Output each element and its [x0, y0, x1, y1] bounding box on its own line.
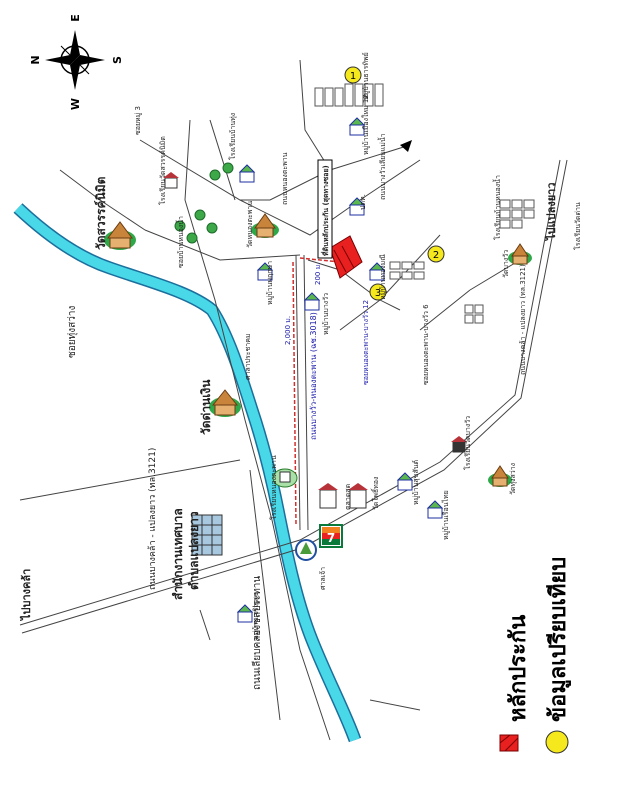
label-wat-right: วัดบางวัว	[502, 250, 510, 278]
label-to-bangkhla: ไปบางคล้า	[19, 569, 33, 622]
label-wat-nongtaphan: วัดหนองตะพาน	[246, 201, 254, 248]
temple-icon-nongtaphan	[251, 213, 279, 238]
legend-comparable: ข้อมูลเปรียบเทียบ	[545, 557, 572, 754]
label-road-3018: ถนนบางวัว-หนองตะพาน (ฉช.3018)	[309, 312, 318, 440]
village-grid-lower	[464, 304, 484, 324]
seven-eleven-icon: 7	[319, 524, 343, 548]
compass-west: W	[69, 98, 82, 110]
village-grid-top	[314, 83, 384, 107]
label-route-200: 200 ม.	[314, 263, 322, 285]
school-icons	[163, 172, 467, 509]
label-road-river: ถนนบางวัวเลียบแม่น้ำ	[376, 133, 387, 200]
marker-3-label: 3	[375, 288, 381, 299]
shrine-icon	[272, 468, 298, 488]
label-wat-dankeun: วัดด่านเงิน	[199, 379, 213, 435]
seven-eleven-label: 7	[327, 531, 335, 545]
compass-south: S	[111, 56, 124, 64]
label-village-5: หมู่บ้านเรือนไทย	[441, 490, 450, 540]
label-village-7: หมู่บ้านทองมณี	[379, 254, 387, 300]
label-soi-12: ซอยหนองตะพาน-บางวัว 12	[362, 300, 370, 385]
label-main-road: ถนนบางคล้า - แปลงยาว (ทล.3121)	[147, 448, 158, 590]
label-office-2: ตำบลแปลงยาว	[187, 511, 201, 590]
label-shrine: ศาลเจ้า	[319, 567, 327, 590]
label-canal: ซอยทุ่งสว่าง	[67, 306, 78, 358]
comparable-marker-1: 1	[344, 66, 362, 84]
marker-2-label: 2	[433, 250, 439, 261]
label-to-plaengyao: ไปแปลงยาว	[544, 183, 558, 243]
label-canal-road: ถนนเลียบคลองชลประทาน	[251, 576, 263, 690]
label-road-right: ถนนบางคล้า - แปลงยาว (ทล.3121)	[519, 264, 527, 375]
label-route-2000: 2,000 ม.	[284, 316, 292, 345]
label-ptt: ปตท.	[359, 194, 367, 210]
label-wat-sawan: วัดสวรรค์นิมิต	[94, 176, 108, 250]
canal	[13, 203, 362, 743]
temple-icon-dankeun	[209, 389, 241, 417]
label-soi-c: ซอยหมู่ 3	[134, 106, 142, 135]
label-village-4: หมู่บ้านสุขสันต์	[412, 459, 420, 505]
label-school-1: โรงเรียนหนองตะพาน	[269, 455, 278, 520]
direction-arrow-top	[400, 140, 412, 152]
label-school-3: โรงเรียนบ้านหนองน้ำ	[491, 175, 502, 240]
compass-east: E	[69, 14, 82, 22]
village-icons	[236, 117, 444, 623]
property-parcel	[329, 235, 363, 279]
temple-icon-right	[508, 243, 532, 265]
map-labels: ถนนบางคล้า - แปลงยาว (ทล.3121) ไปบางคล้า…	[19, 52, 582, 690]
label-temple-mid: วัดโพธิ์ทอง	[370, 477, 380, 510]
label-office: สำนักงานเทศบาล	[171, 508, 185, 600]
legend-collateral-label: หลักประกัน	[506, 615, 531, 722]
label-market: ตลาดสด	[344, 484, 352, 510]
label-school-5: โรงเรียนบ้านทุ่ง	[228, 113, 237, 160]
temple-icon-sawan	[104, 221, 136, 250]
comparable-marker-3: 3	[369, 283, 387, 301]
village-grid-mid	[389, 261, 425, 280]
compass-rose: N S E W	[29, 14, 124, 110]
label-school-4: โรงเรียนวัดสวรรค์นิมิต	[158, 136, 167, 205]
label-village-3: หมู่บ้านบางวัว	[322, 293, 330, 335]
label-village-12: หมู่บ้านเมืองใหม่ 12	[361, 94, 370, 155]
marker-1-label: 1	[350, 71, 356, 82]
temple-icon-lower	[488, 465, 512, 487]
label-landmark-small: ศาลาประชาคม	[244, 333, 252, 380]
label-soi-d: ถนนหนองตะพาน	[281, 152, 289, 205]
tree-cluster	[174, 162, 234, 244]
legend: หลักประกัน ข้อมูลเปรียบเทียบ	[499, 557, 572, 754]
compass-north: N	[29, 55, 42, 64]
ptt-station-icon	[295, 539, 317, 561]
village-grid-right	[499, 199, 535, 229]
municipal-office-building	[191, 514, 223, 556]
comparable-marker-2: 2	[427, 245, 445, 263]
legend-collateral: หลักประกัน	[499, 615, 531, 752]
label-soi-6: ซอยหนองตะพาน-บางวัว 6	[422, 304, 430, 385]
label-wat-small: วัดทุ่งสว่าง	[509, 463, 517, 495]
label-village-2: หมู่บ้านพฤกษา	[266, 261, 274, 305]
label-soi-e: ซอยบ้านหนองน้ำ	[174, 216, 185, 268]
legend-comparable-label: ข้อมูลเปรียบเทียบ	[546, 557, 572, 722]
label-village-6: หมู่บ้านเจริญสุข	[252, 592, 260, 640]
label-property: ที่ดินหลักประกัน (สุดทางซอย)	[320, 165, 330, 256]
label-school-2: โรงเรียนวัดบางวัว	[463, 416, 472, 470]
label-school-6: โรงเรียนวัดด่าน	[573, 202, 582, 250]
road-network	[19, 59, 568, 741]
label-village-1: หมู่บ้านธารทิพย์	[362, 52, 370, 100]
